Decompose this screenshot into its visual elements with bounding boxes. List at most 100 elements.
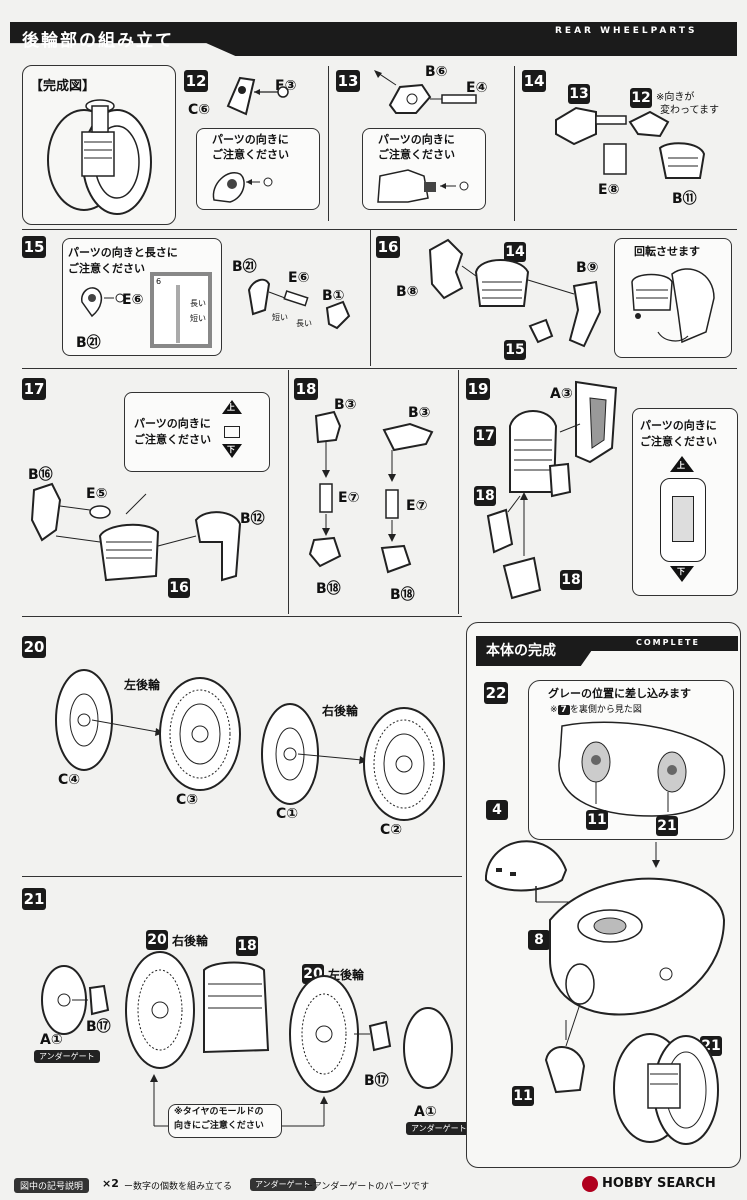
- legend-label: 図中の記号説明: [14, 1178, 90, 1193]
- step22-note-text: グレーの位置に差し込みます: [548, 687, 691, 700]
- part-b6: B⑥: [425, 64, 448, 80]
- ref-8: 8: [528, 930, 550, 950]
- ref-4: 4: [486, 800, 508, 820]
- step-16-number: 16: [376, 236, 400, 258]
- section-title: 後輪部の組み立て: [22, 31, 174, 51]
- under-gate-tag-a: アンダーゲート: [34, 1050, 100, 1063]
- up-arrow-icon: [670, 456, 694, 472]
- step17-note: [124, 392, 270, 472]
- step17-note-line1: パーツの向きに: [134, 417, 211, 430]
- part-b3-a: B③: [334, 397, 357, 413]
- down-arrow-icon: [670, 566, 694, 582]
- part-b8: B⑧: [396, 284, 419, 300]
- ref-21-a: 21: [656, 816, 678, 836]
- part-e7-a: E⑦: [338, 490, 360, 506]
- step12-note-line2: ご注意ください: [212, 148, 289, 161]
- under-gate-description: ーアンダーゲートのパーツです: [304, 1182, 430, 1192]
- subnote-prefix: ※: [550, 705, 558, 715]
- part-b16: B⑯: [28, 467, 53, 483]
- part-b12: B⑫: [240, 511, 265, 527]
- part-c6: C⑥: [188, 102, 211, 118]
- step16-note-diagram: [631, 268, 715, 344]
- divider: [458, 370, 459, 614]
- step-12-number: 12: [184, 70, 208, 92]
- step19-note-line1: パーツの向きに: [640, 419, 717, 432]
- step-20-number: 20: [22, 636, 46, 658]
- down-label: 下: [227, 445, 235, 454]
- ref-11-a: 11: [586, 810, 608, 830]
- step20-illustration: [55, 669, 445, 821]
- step14-illustration: [555, 106, 706, 179]
- step22-note-diagram: [558, 721, 726, 817]
- short-label: 短い: [190, 314, 206, 323]
- ref-17: 17: [474, 426, 496, 446]
- step19-illustration: [486, 380, 618, 600]
- step21-note: [168, 1104, 282, 1138]
- ref-18: 18: [236, 936, 258, 956]
- part-a1-b: A①: [414, 1104, 437, 1120]
- up-arrow-icon: [222, 400, 242, 414]
- step21-note-line2: 向きにご注意ください: [174, 1121, 264, 1131]
- step12-note-line1: パーツの向きに: [212, 133, 289, 146]
- orientation-part-inner: [672, 496, 694, 542]
- step-14-number: 14: [522, 70, 546, 92]
- part-e6-note: E⑥: [122, 292, 144, 308]
- part-b1: B①: [322, 288, 345, 304]
- subnote-num: 7: [557, 705, 570, 715]
- part-b9: B⑨: [576, 260, 599, 276]
- step14-note-line1: ※向きが: [656, 92, 695, 103]
- kansei-label: 【完成図】: [30, 79, 96, 94]
- part-e7-b: E⑦: [406, 498, 428, 514]
- divider: [328, 66, 329, 221]
- ref-15: 15: [504, 340, 526, 360]
- step13-illustration: [374, 70, 477, 114]
- part-e8: E⑧: [598, 182, 620, 198]
- step21-note-line1: ※タイヤのモールドの: [174, 1107, 264, 1117]
- up-label: 上: [227, 403, 235, 412]
- step-13-number: 13: [336, 70, 360, 92]
- part-b17-a: B⑰: [86, 1019, 111, 1035]
- part-c4: C④: [58, 772, 81, 788]
- ref-13: 13: [568, 84, 590, 104]
- step-15-number: 15: [22, 236, 46, 258]
- complete-title: 本体の完成: [486, 643, 556, 659]
- left-rear-wheel-label: 左後輪: [124, 678, 161, 692]
- part-b3-b: B③: [408, 405, 431, 421]
- down-label: 下: [677, 567, 685, 576]
- divider: [370, 230, 371, 366]
- down-arrow-icon: [222, 444, 242, 458]
- part-b21: B㉑: [232, 259, 257, 275]
- part-c2: C②: [380, 822, 403, 838]
- step12-note-diagram: [212, 171, 273, 203]
- step15-note-diagram: [81, 287, 125, 318]
- row-divider: [22, 368, 737, 369]
- right-rear-wheel-label: 右後輪: [322, 704, 359, 718]
- orientation-part: [660, 478, 706, 562]
- complete-subtitle: COMPLETE: [636, 638, 700, 647]
- part-e6: E⑥: [288, 270, 310, 286]
- part-b18-b: B⑱: [390, 587, 415, 603]
- step13-note-line1: パーツの向きに: [378, 133, 455, 146]
- step12-illustration: [226, 76, 289, 116]
- step-22-number: 22: [484, 682, 508, 704]
- step-19-number: 19: [466, 378, 490, 400]
- divider: [514, 66, 515, 221]
- step17-illustration: [30, 482, 242, 582]
- part-e4: E④: [466, 80, 488, 96]
- under-gate-tag-b: アンダーゲート: [406, 1122, 472, 1135]
- step18-illustration: [308, 410, 434, 574]
- ref-12: 12: [630, 88, 652, 108]
- step15-illustration: [247, 278, 351, 330]
- runner-gate-bar: [176, 285, 180, 343]
- part-b17-b: B⑰: [364, 1073, 389, 1089]
- right-wheel-label: 右後輪: [172, 934, 209, 948]
- step-18-number: 18: [294, 378, 318, 400]
- up-label: 上: [677, 461, 685, 470]
- row-divider: [22, 876, 462, 877]
- step17-note-line2: ご注意ください: [134, 433, 211, 446]
- part-e5: E⑤: [86, 486, 108, 502]
- part-b18-a: B⑱: [316, 581, 341, 597]
- row-divider: [22, 616, 462, 617]
- long-label: 長い: [190, 299, 206, 308]
- ref-14: 14: [504, 242, 526, 262]
